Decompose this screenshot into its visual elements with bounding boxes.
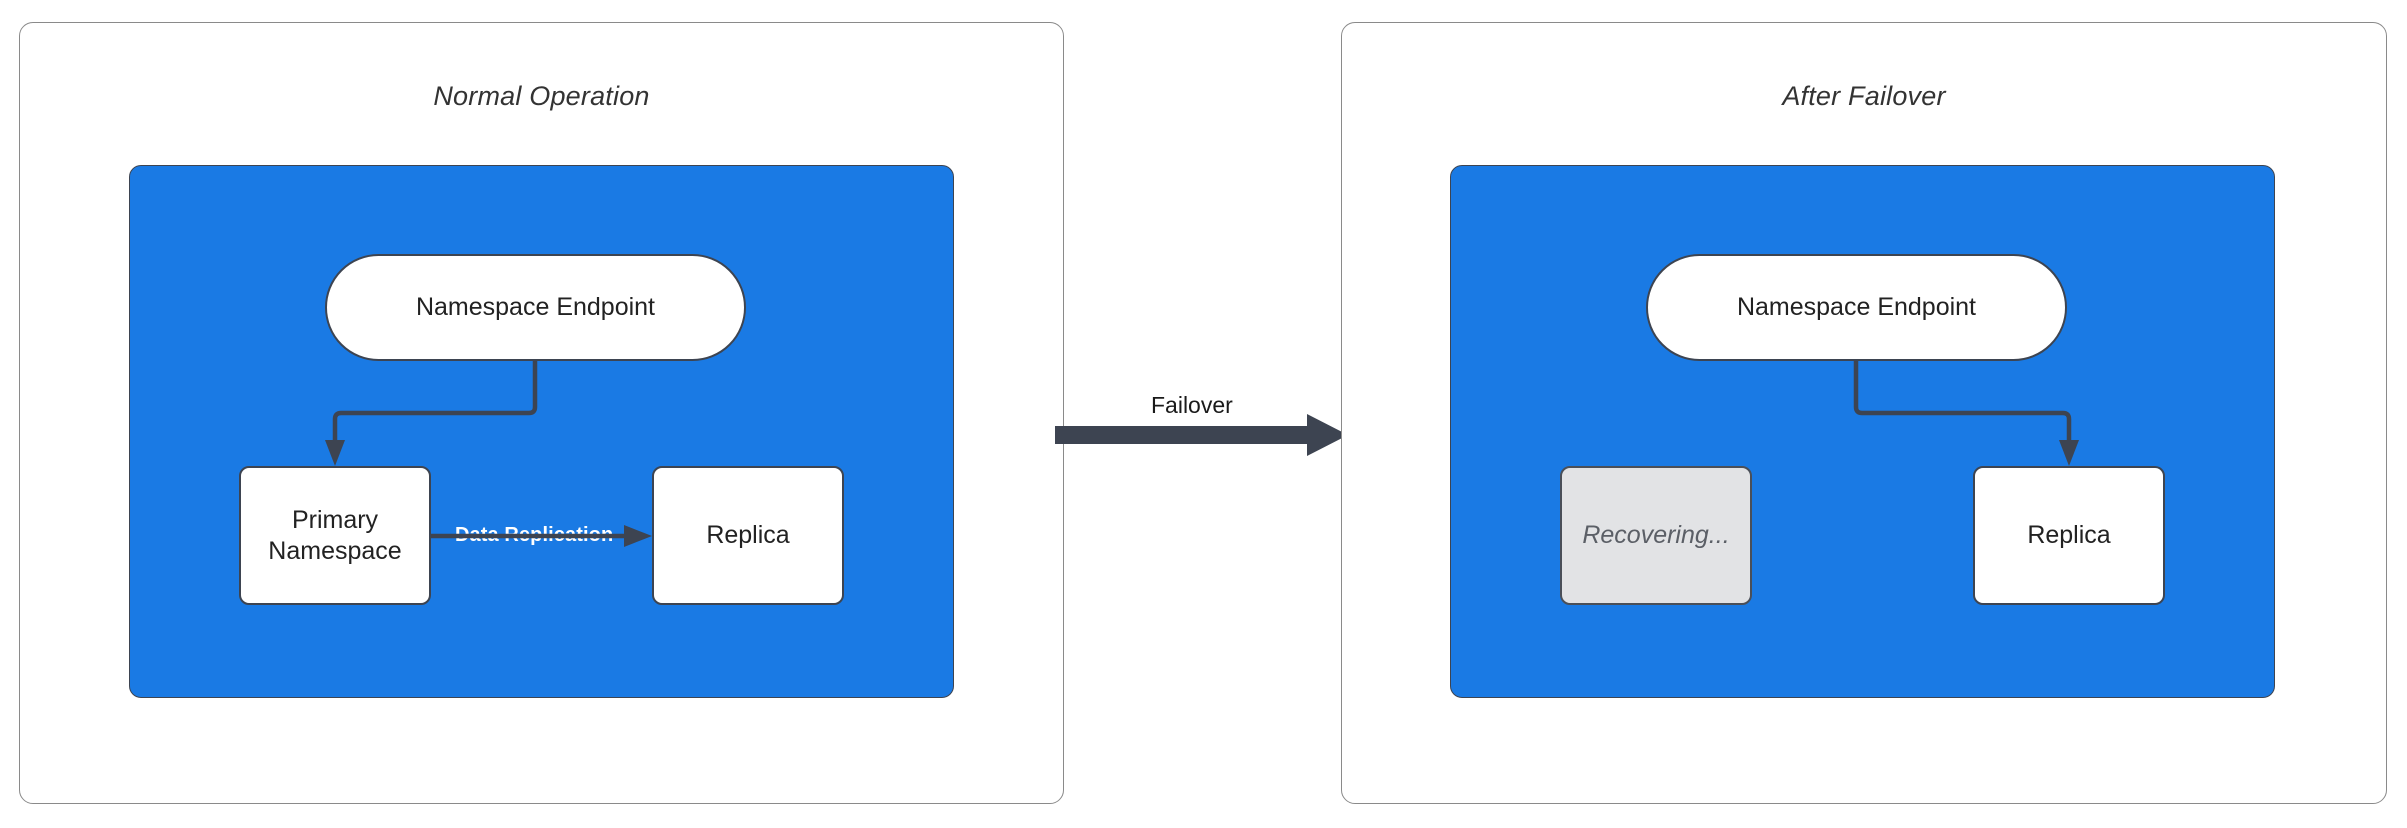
node-label-primary-namespace-line1: Primary: [291, 506, 379, 534]
panel-title-normal-operation: Normal Operation: [433, 81, 650, 111]
node-namespace-endpoint-right[interactable]: Namespace Endpoint: [1646, 254, 2067, 361]
node-label-namespace-endpoint-right: Namespace Endpoint: [1736, 293, 1977, 322]
blue-region-after-failover: [1450, 165, 2275, 698]
node-label-primary-namespace: Primary Namespace: [268, 505, 401, 566]
node-primary-namespace[interactable]: Primary Namespace: [239, 466, 431, 605]
node-label-replica-right: Replica: [2027, 521, 2111, 550]
node-label-recovering: Recovering...: [1582, 521, 1730, 550]
node-label-primary-namespace-line2: Namespace: [268, 536, 402, 565]
blue-region-normal-operation: [129, 165, 954, 698]
node-namespace-endpoint-left[interactable]: Namespace Endpoint: [325, 254, 746, 361]
panel-title-after-failover: After Failover: [1782, 81, 1946, 111]
node-replica-right[interactable]: Replica: [1973, 466, 2165, 605]
node-recovering[interactable]: Recovering...: [1560, 466, 1752, 605]
node-replica-left[interactable]: Replica: [652, 466, 844, 605]
failover-arrow-icon: [1055, 414, 1348, 456]
node-label-replica-left: Replica: [706, 521, 790, 550]
edge-label-data-replication: Data Replication: [455, 524, 614, 546]
transition-label-failover: Failover: [1151, 392, 1233, 418]
node-label-namespace-endpoint-left: Namespace Endpoint: [415, 293, 656, 322]
